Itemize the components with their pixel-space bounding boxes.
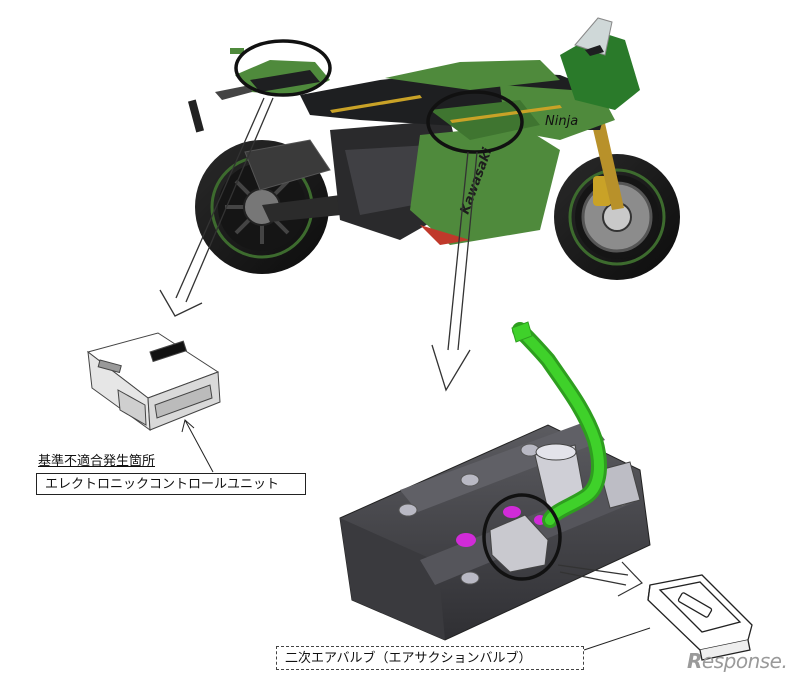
valve-pointer-arrow bbox=[431, 151, 478, 392]
secondary-air-valve-label: 二次エアバルブ（エアサクションバルブ） bbox=[276, 646, 584, 670]
engine-top-cover bbox=[339, 321, 651, 641]
ecu-label: エレクトロニックコントロールユニット bbox=[36, 473, 306, 495]
brand-decal: Ninja bbox=[545, 114, 578, 129]
watermark-rest: esponse. bbox=[701, 649, 788, 673]
valve-part-arrow bbox=[557, 561, 643, 597]
ecu-location-oval bbox=[234, 39, 332, 97]
ecu-leader bbox=[181, 419, 214, 473]
valve-leader bbox=[583, 627, 651, 651]
valve-location-oval bbox=[426, 90, 524, 154]
air-suction-valve bbox=[489, 514, 549, 573]
response-watermark: Response. bbox=[687, 649, 788, 673]
lower-fairing bbox=[410, 125, 560, 245]
nonconformity-heading: 基準不適合発生箇所 bbox=[38, 454, 156, 469]
valve-cover-part bbox=[647, 574, 753, 661]
valve-detail-oval bbox=[482, 493, 562, 581]
exhaust bbox=[244, 139, 331, 191]
ecu-unit bbox=[86, 332, 221, 432]
motorcycle: Kawasaki Ninja bbox=[187, 17, 680, 280]
magenta-port bbox=[456, 533, 476, 547]
front-rim bbox=[568, 168, 666, 266]
ecu-pointer-arrow bbox=[159, 97, 274, 317]
watermark-first-letter: R bbox=[687, 649, 702, 673]
